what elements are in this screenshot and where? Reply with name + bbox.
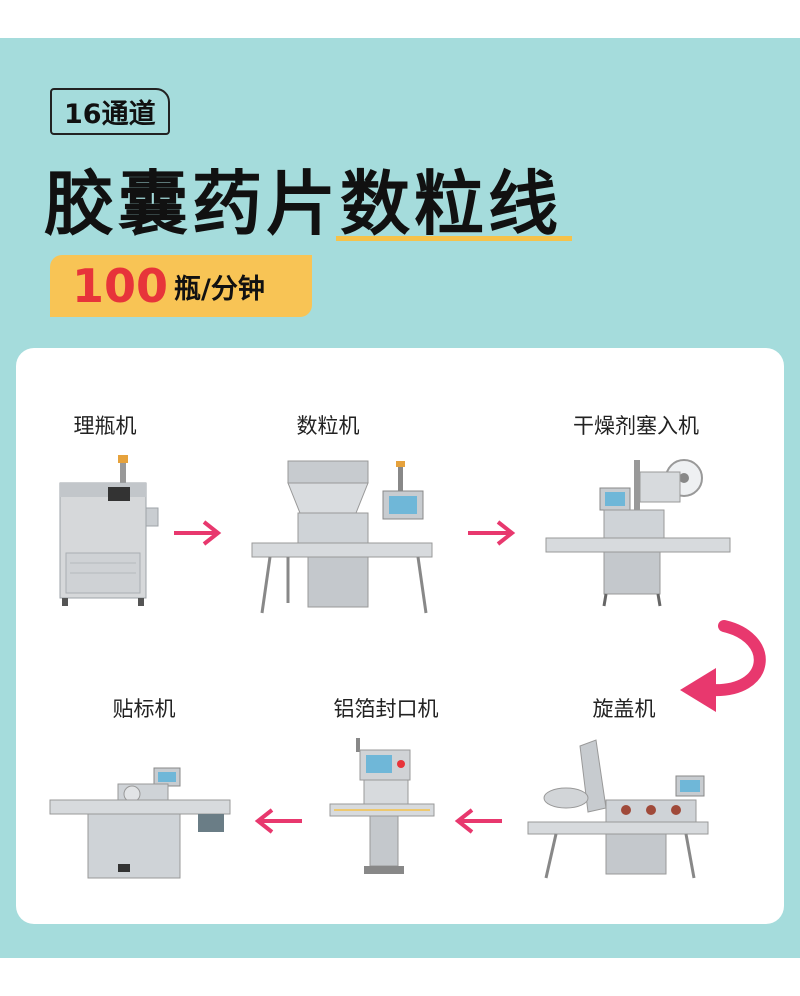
rate-badge: 100 瓶/分钟	[50, 255, 312, 317]
capping-machine-icon	[527, 739, 709, 879]
foil-sealing-machine-icon	[329, 738, 435, 874]
curved-arrow-icon	[680, 620, 766, 712]
step-label-desiccant-inserter: 干燥剂塞入机	[573, 414, 699, 438]
channel-tag: 16通道	[50, 88, 170, 135]
arrow-right-icon	[468, 520, 516, 546]
step-label-foil-sealing: 铝箔封口机	[333, 697, 439, 721]
arrow-left-icon	[454, 808, 502, 834]
step-label-bottle-unscrambler: 理瓶机	[73, 414, 137, 438]
rate-number: 100	[72, 259, 169, 313]
bottle-unscrambler-machine-icon	[59, 455, 159, 606]
process-card: 理瓶机 数粒机 干燥剂塞入机 贴标机 铝箔封口机 旋盖机	[16, 348, 784, 924]
arrow-left-icon	[254, 808, 302, 834]
title-part1: 胶囊药片	[44, 163, 340, 245]
step-label-tablet-counter: 数粒机	[296, 414, 360, 438]
rate-unit: 瓶/分钟	[174, 273, 265, 305]
title-part2-highlight: 数粒线	[340, 163, 562, 245]
tablet-counting-machine-icon	[251, 460, 433, 614]
step-label-labeling: 贴标机	[112, 697, 176, 721]
step-label-capping: 旋盖机	[592, 697, 656, 721]
page-title: 胶囊药片数粒线	[44, 148, 562, 249]
labeling-machine-icon	[49, 767, 231, 879]
desiccant-inserter-machine-icon	[545, 459, 731, 607]
arrow-right-icon	[174, 520, 222, 546]
